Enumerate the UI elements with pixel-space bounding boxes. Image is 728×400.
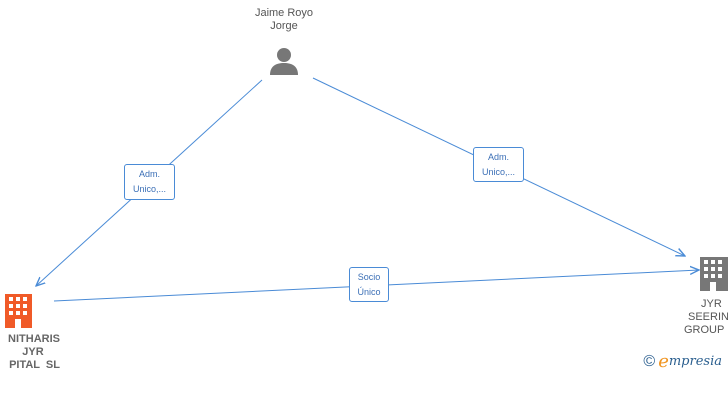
edge-label-line-2: Unico,... [481,167,515,177]
empresia-brand[interactable]: © e mpresia [643,351,722,372]
left-company-name[interactable]: NITHARIS JYR PITAL SL [0,333,60,372]
edge-label-line-1: Adm. [487,152,509,162]
left-company-name-line-1: NITHARIS [8,333,60,345]
person-name[interactable]: Jaime Royo Jorge [234,7,334,33]
person-name-line-2: Jorge [270,20,298,32]
left-company-name-line-2: JYR [22,346,44,358]
right-company-name-line-3: GROUP [684,324,725,336]
right-company-name[interactable]: JYR SEERIN GROUP [682,298,728,337]
edge-label-line-2: Único [357,287,381,297]
building-icon[interactable] [700,257,728,291]
person-icon[interactable] [270,48,298,75]
brand-initial: e [658,351,669,372]
right-company-name-line-1: JYR [701,298,722,310]
building-icon[interactable] [5,294,32,328]
edge-label-person-to-left[interactable]: Adm. Unico,... [124,164,175,200]
edge-label-person-to-right[interactable]: Adm. Unico,... [473,147,524,182]
edge-label-line-2: Unico,... [132,184,166,194]
right-company-name-line-2: SEERIN [688,311,728,323]
left-company-name-line-3: PITAL SL [9,359,60,371]
edge-label-line-1: Socio [357,272,381,282]
person-name-line-1: Jaime Royo [254,7,314,19]
copyright-icon: © [643,352,656,370]
edge-label-line-1: Adm. [138,169,160,179]
brand-name: mpresia [668,354,722,369]
edge-label-left-to-right[interactable]: Socio Único [349,267,389,302]
